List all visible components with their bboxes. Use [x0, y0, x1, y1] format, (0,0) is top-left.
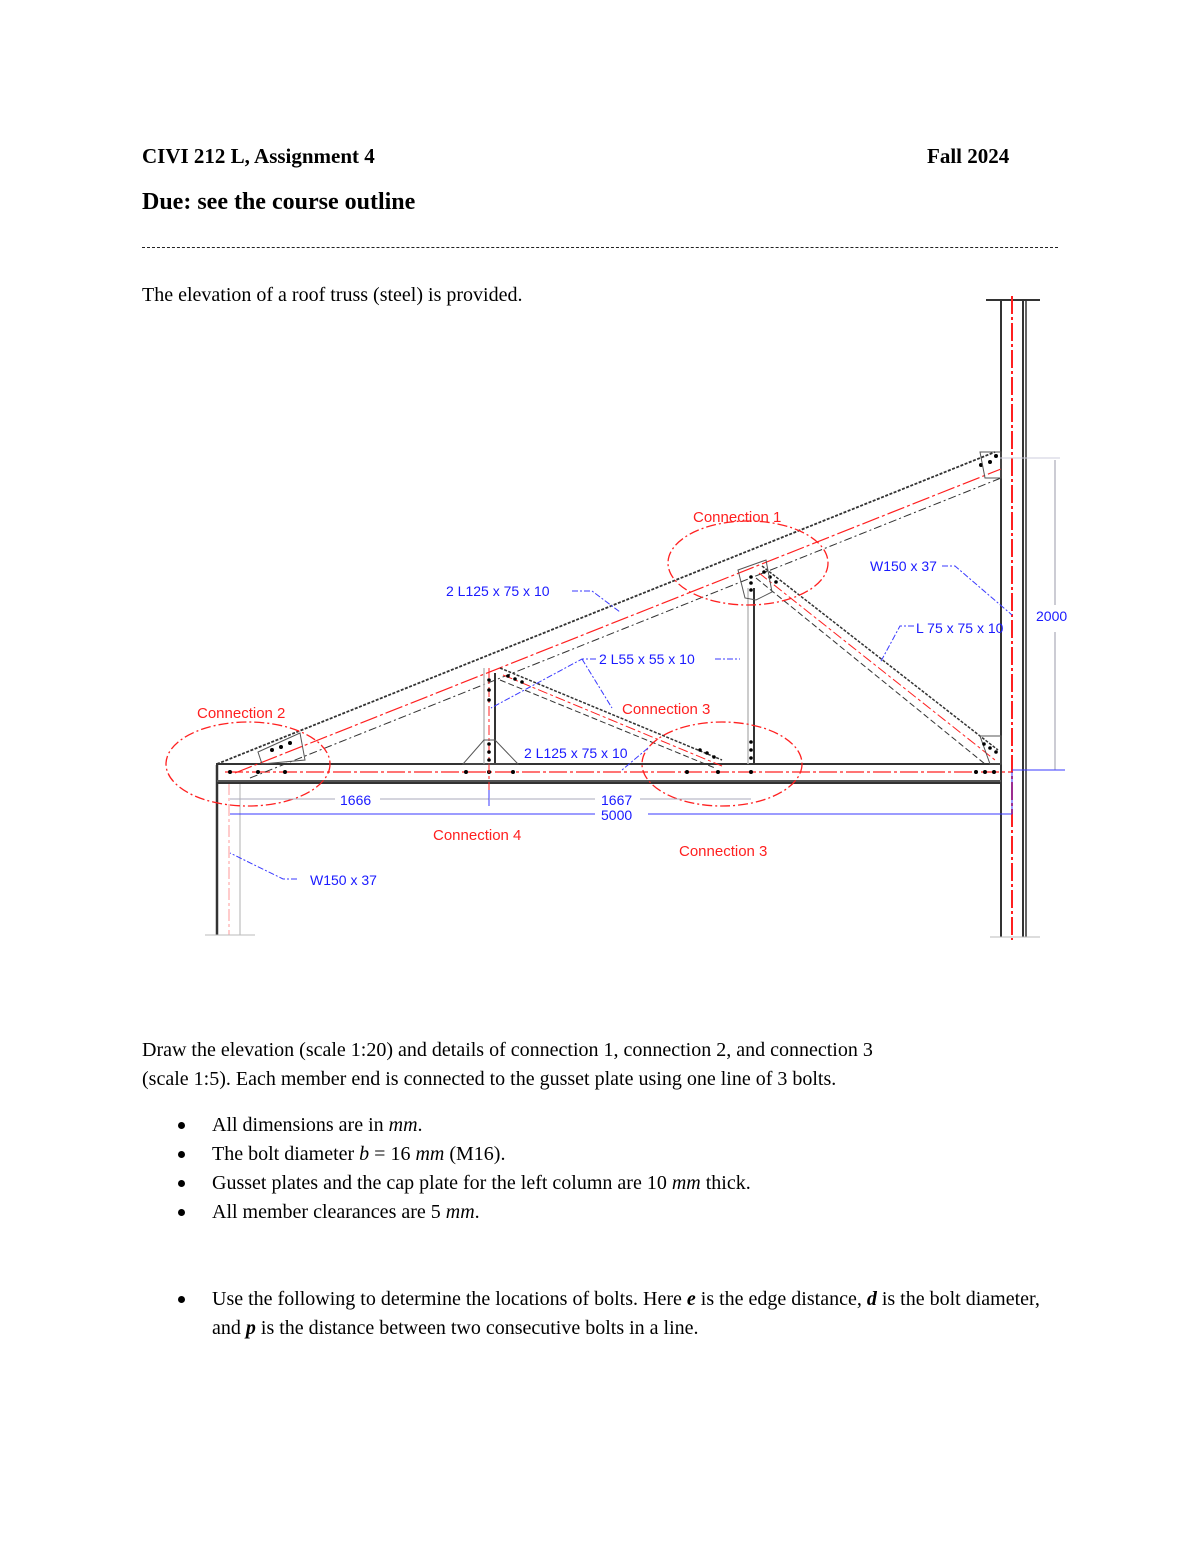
bullet-dimensions: All dimensions are in mm.: [142, 1111, 1072, 1140]
web-member-label: 2 L55 x 55 x 10: [599, 651, 695, 667]
truss-elevation-drawing: Connection 1 Connection 2 Connection 3 C…: [165, 296, 1067, 940]
due-line: Due: see the course outline: [142, 189, 416, 215]
dimension-2000: 2000: [1036, 608, 1067, 624]
top-chord: [216, 451, 1002, 779]
requirements-list: All dimensions are in mm. The bolt diame…: [142, 1111, 1072, 1227]
gusset-plate-2: [257, 732, 306, 765]
instructions-line-2: (scale 1:5). Each member end is connecte…: [142, 1068, 837, 1090]
connection-2-label: Connection 2: [197, 705, 285, 722]
top-chord-label: 2 L125 x 75 x 10: [446, 583, 550, 599]
connection-3-label-upper: Connection 3: [622, 701, 710, 718]
term-label: Fall 2024: [927, 144, 1010, 168]
bullet-gusset-thickness: Gusset plates and the cap plate for the …: [142, 1169, 1072, 1198]
left-column: [205, 765, 255, 936]
separator-rule: [142, 247, 1058, 248]
dimension-5000: 5000: [601, 807, 632, 823]
dimension-1666: 1666: [340, 792, 371, 808]
connection-2-ellipse: [165, 721, 331, 807]
bullet-bolt-diameter: The bolt diameter b = 16 mm (M16).: [142, 1140, 1072, 1169]
vertical-web-right: [747, 575, 755, 764]
dimension-lines: [230, 457, 1065, 815]
gusset-plate-1: [737, 559, 773, 601]
bullet-bolt-locations: Use the following to determine the locat…: [142, 1285, 1072, 1343]
right-column-label: W150 x 37: [870, 558, 937, 574]
vertical-web-left: [461, 668, 520, 790]
bottom-chord-label: 2 L125 x 75 x 10: [524, 745, 628, 761]
left-column-label: W150 x 37: [310, 872, 377, 888]
connection-1-ellipse: [667, 520, 829, 606]
diagonal-member-label: L 75 x 75 x 10: [916, 620, 1004, 636]
instructions-paragraph: Draw the elevation (scale 1:20) and deta…: [142, 1036, 1072, 1094]
connection-3-ellipse: [641, 721, 803, 807]
intro-text: The elevation of a roof truss (steel) is…: [142, 284, 523, 306]
bolt-rule-list: Use the following to determine the locat…: [142, 1285, 1072, 1343]
right-column: [986, 296, 1040, 940]
leader-lines: [229, 565, 1013, 880]
bullet-clearances: All member clearances are 5 mm.: [142, 1198, 1072, 1227]
connection-4-label: Connection 4: [433, 827, 521, 844]
connection-1-label: Connection 1: [693, 509, 781, 526]
course-title: CIVI 212 L, Assignment 4: [142, 144, 375, 168]
diagonal-web-left: [499, 667, 723, 769]
bottom-chord: [216, 763, 1012, 784]
instructions-line-1: Draw the elevation (scale 1:20) and deta…: [142, 1039, 873, 1061]
connection-3-label-lower: Connection 3: [679, 843, 767, 860]
diagonal-web-right: [755, 565, 1002, 765]
dimension-1667: 1667: [601, 792, 632, 808]
